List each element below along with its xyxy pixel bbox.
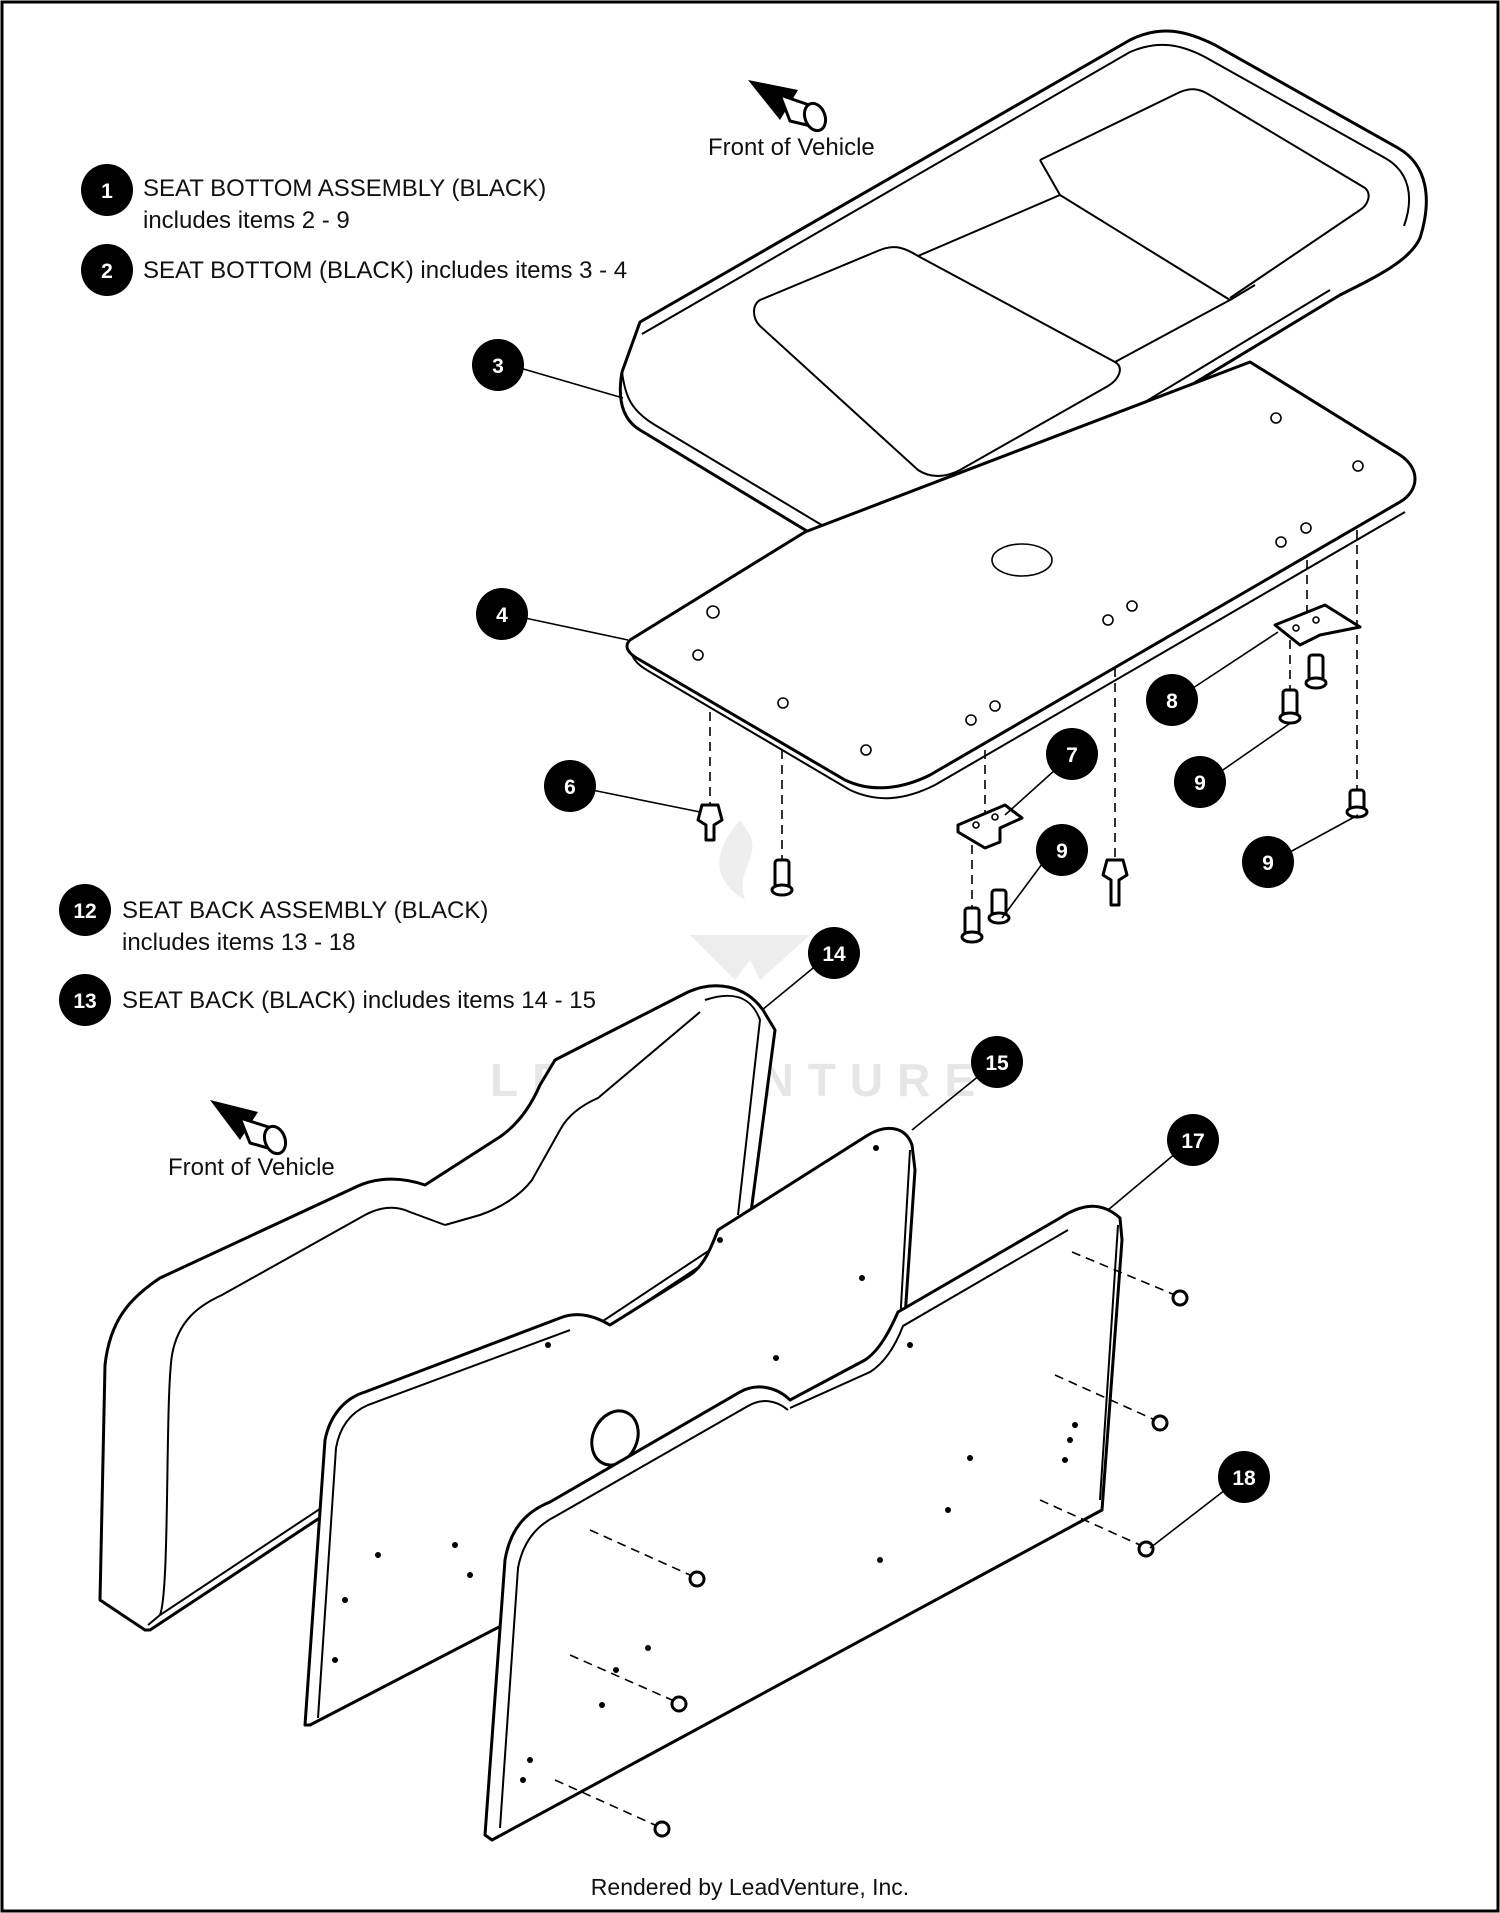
svg-text:8: 8: [1166, 690, 1178, 713]
screw-18: [653, 1820, 671, 1838]
screw-18: [670, 1695, 688, 1713]
callout-9-right-lower: 9: [1242, 814, 1359, 888]
screw-9: [1278, 688, 1302, 725]
pan-hardware-lines: [709, 530, 1358, 910]
note-line-1: SEAT BACK (BLACK) includes items 14 - 15: [122, 987, 596, 1014]
svg-text:9: 9: [1056, 840, 1068, 863]
note-item-12: 12 SEAT BACK ASSEMBLY (BLACK) includes i…: [59, 884, 488, 956]
callout-6: 6: [544, 760, 701, 813]
callout-17: 17: [1107, 1114, 1219, 1211]
note-item-1: 1 SEAT BOTTOM ASSEMBLY (BLACK) includes …: [81, 164, 546, 234]
front-of-vehicle-label-bottom: Front of Vehicle: [168, 1154, 335, 1181]
screw-9: [960, 906, 984, 944]
screw-9: [770, 858, 794, 897]
svg-text:7: 7: [1066, 744, 1078, 767]
note-number: 12: [73, 900, 96, 923]
note-item-2: 2 SEAT BOTTOM (BLACK) includes items 3 -…: [81, 244, 627, 296]
svg-text:4: 4: [496, 604, 508, 627]
front-arrow-top: Front of Vehicle: [708, 80, 875, 161]
svg-text:9: 9: [1194, 772, 1206, 795]
svg-text:17: 17: [1181, 1130, 1204, 1153]
note-number: 2: [101, 260, 113, 283]
screw-18: [1151, 1414, 1169, 1432]
callout-9-center: 9: [1001, 824, 1088, 919]
screw-9: [1345, 788, 1369, 819]
callout-3: 3: [472, 339, 624, 399]
screw-18: [1171, 1289, 1189, 1307]
screw-18: [1137, 1540, 1155, 1558]
callout-8: 8: [1146, 631, 1279, 726]
callout-9-right-upper: 9: [1174, 721, 1293, 808]
seat-bottom-cushion: [618, 29, 1428, 555]
footer-credit: Rendered by LeadVenture, Inc.: [591, 1874, 909, 1900]
svg-text:18: 18: [1232, 1467, 1256, 1490]
svg-text:15: 15: [985, 1052, 1009, 1075]
svg-text:6: 6: [564, 776, 576, 799]
fasteners-bottom: [696, 653, 1369, 944]
note-number: 13: [73, 990, 96, 1013]
note-line-2: includes items 13 - 18: [122, 929, 355, 956]
screw-18: [688, 1570, 706, 1588]
front-arrow-bottom: Front of Vehicle: [168, 1100, 335, 1181]
callout-15: 15: [911, 1036, 1023, 1131]
front-of-vehicle-label-top: Front of Vehicle: [708, 134, 875, 161]
note-number: 1: [101, 180, 113, 203]
panel-17-holes: [520, 1342, 1078, 1783]
note-line-1: SEAT BACK ASSEMBLY (BLACK): [122, 897, 488, 924]
callout-18: 18: [1149, 1451, 1270, 1549]
svg-text:14: 14: [822, 943, 846, 966]
seat-bottom-pan: [625, 360, 1417, 800]
seat-back-cushion: [98, 984, 777, 1632]
note-line-1: SEAT BOTTOM (BLACK) includes items 3 - 4: [143, 257, 627, 284]
seat-back-board: [303, 1126, 917, 1727]
callout-7: 7: [1004, 728, 1098, 816]
push-pin-6b: [1101, 858, 1129, 907]
svg-text:3: 3: [492, 355, 504, 378]
callout-14: 14: [761, 927, 860, 1011]
pan-holes: [692, 412, 1364, 756]
screw-9: [1304, 653, 1328, 690]
board-15-holes: [332, 1145, 879, 1663]
bracket-8: [1273, 603, 1362, 647]
note-line-1: SEAT BOTTOM ASSEMBLY (BLACK): [143, 175, 546, 202]
note-line-2: includes items 2 - 9: [143, 207, 350, 234]
back-hardware-lines: [554, 1251, 1176, 1826]
push-pin-6a: [696, 803, 724, 842]
seat-back-panel: [483, 1204, 1124, 1842]
fasteners-back: [653, 1289, 1189, 1838]
callout-4: 4: [476, 588, 629, 641]
screw-9: [987, 888, 1011, 925]
note-item-13: 13 SEAT BACK (BLACK) includes items 14 -…: [59, 974, 596, 1026]
bracket-7: [956, 803, 1024, 850]
svg-text:9: 9: [1262, 852, 1274, 875]
